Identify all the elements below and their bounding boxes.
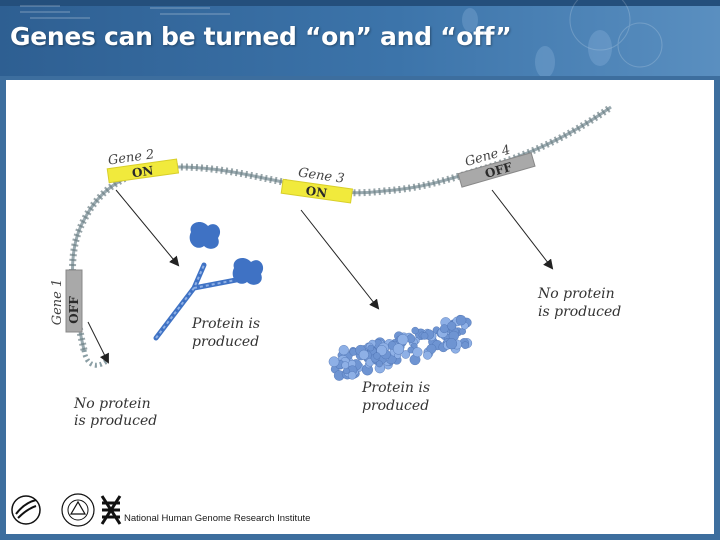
nhgri-institute-name: National Human Genome Research Institute [124, 513, 311, 524]
protein-bead [392, 343, 405, 355]
slide-title: Genes can be turned “on” and “off” [10, 22, 512, 51]
protein-bead [375, 360, 383, 368]
gene-2: ON Gene 2 [106, 147, 180, 184]
dna-strand [68, 104, 614, 368]
protein-bead [373, 352, 381, 360]
protein-bead [341, 361, 350, 370]
header-decoration [20, 0, 663, 76]
gene-3-state: ON [305, 184, 328, 201]
diagram-panel: OFF Gene 1 ON Gene 2 ON Gene 3 OFF Gene … [6, 80, 714, 534]
nhgri-dna-logo [100, 495, 122, 525]
gene-2-state: ON [131, 163, 154, 180]
gene-4: OFF Gene 4 [457, 143, 536, 188]
gene-3: ON Gene 3 [280, 165, 354, 204]
arrow-gene-1 [87, 321, 109, 364]
protein-bead [358, 349, 369, 360]
gene-3-outcome-line-1: Protein is [361, 380, 430, 396]
gene-1: OFF Gene 1 [50, 269, 83, 333]
protein-bead [411, 326, 419, 335]
protein-bead [420, 332, 429, 340]
protein-bead [401, 350, 411, 359]
protein-bead [461, 341, 470, 350]
arrow-gene-2 [115, 189, 180, 267]
hhs-eagle-logo [11, 495, 41, 525]
protein-bead [423, 350, 432, 360]
protein-bead [397, 334, 409, 346]
gene-1-outcome-line-1: No protein [73, 396, 151, 412]
gene-2-outcome-line-1: Protein is [191, 316, 260, 332]
protein-bead [338, 345, 349, 356]
gene-3-bar [280, 178, 354, 204]
protein-gene-2 [153, 221, 264, 341]
slide-header: Genes can be turned “on” and “off” [0, 0, 720, 76]
protein-bead [412, 347, 423, 358]
gene-3-outcome-line-2: produced [362, 398, 429, 414]
arrow-gene-3 [300, 209, 380, 310]
gene-1-bar [65, 269, 83, 333]
gene-expression-diagram: OFF Gene 1 ON Gene 2 ON Gene 3 OFF Gene … [50, 104, 621, 429]
gene-1-state: OFF [67, 296, 81, 324]
protein-bead [348, 371, 357, 380]
gene-1-label: Gene 1 [50, 279, 65, 326]
gene-2-outcome-line-2: produced [192, 334, 259, 350]
gene-4-outcome-line-2: is produced [538, 304, 621, 320]
protein-bead [447, 321, 457, 331]
gene-2-bar [106, 158, 180, 184]
gene-3-label: Gene 3 [297, 165, 345, 186]
gene-4-outcome-line-1: No protein [537, 286, 615, 302]
protein-bead [328, 356, 340, 368]
nih-seal-logo [61, 493, 95, 527]
gene-2-label: Gene 2 [107, 147, 155, 168]
gene-4-bar [457, 152, 536, 188]
gene-1-outcome-line-2: is produced [74, 413, 157, 429]
protein-bead [445, 338, 458, 350]
arrow-gene-4 [491, 189, 554, 270]
protein-bead [367, 344, 375, 352]
protein-bead [455, 314, 467, 326]
protein-gene-3 [328, 314, 473, 381]
footer-logos [11, 493, 122, 527]
header-top-border [0, 0, 720, 6]
